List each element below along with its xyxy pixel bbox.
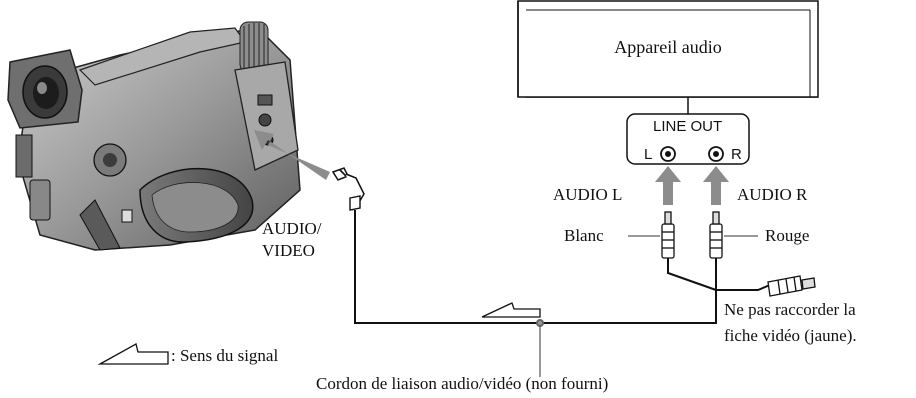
audio-device-box	[517, 0, 819, 114]
audio-l-label: AUDIO L	[553, 185, 623, 204]
audio-l-arrow	[655, 166, 681, 205]
line-out-title: LINE OUT	[653, 118, 723, 135]
no-video-note-line1: Ne pas raccorder la	[724, 300, 856, 319]
legend-arrow	[97, 343, 169, 365]
rca-plug-red	[709, 211, 723, 259]
jack-left-label: L	[644, 146, 653, 163]
av-cable	[331, 167, 771, 377]
camera-input-arrow	[254, 130, 330, 180]
camcorder-illustration	[7, 21, 301, 251]
camera-jack-label-line2: VIDEO	[262, 241, 315, 260]
audio-r-arrow	[703, 166, 729, 205]
rca-plug-white	[661, 211, 675, 259]
cable-label: Cordon de liaison audio/vidéo (non fourn…	[316, 374, 609, 393]
legend-label: : Sens du signal	[171, 346, 279, 365]
red-plug-label: Rouge	[765, 226, 810, 245]
audio-device-name: Appareil audio	[614, 37, 722, 57]
line-out-panel	[626, 113, 750, 165]
camera-jack-label-line1: AUDIO/	[262, 219, 322, 238]
white-plug-label: Blanc	[564, 226, 604, 245]
jack-right-label: R	[731, 146, 742, 163]
audio-r-label: AUDIO R	[737, 185, 808, 204]
signal-direction-arrow	[481, 302, 541, 318]
rca-plug-yellow-unused	[767, 275, 816, 297]
no-video-note-line2: fiche vidéo (jaune).	[724, 326, 857, 345]
